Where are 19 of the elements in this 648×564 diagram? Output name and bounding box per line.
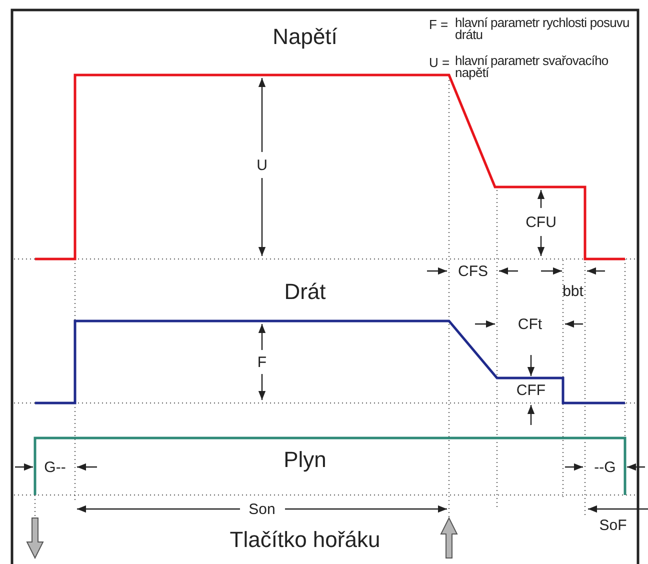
dimension-label: bbt (562, 284, 584, 298)
dimension-label: CFF (516, 382, 546, 398)
dimension-label: CFU (526, 214, 556, 230)
legend-key: F = (429, 18, 448, 30)
voltage-heading: Napětí (272, 26, 338, 48)
dimension-label: U (256, 158, 268, 172)
legend-key: U = (429, 56, 450, 68)
dimension-label: CFS (458, 264, 488, 278)
legend-description: hlavní parametr rychlosti posuvu drátu (455, 17, 630, 42)
dimension-label: G-- (44, 460, 66, 474)
dimension-label: --G (594, 460, 616, 474)
legend-description: hlavní parametr svařovacího napětí (455, 55, 610, 80)
wire-heading: Drát (284, 281, 326, 303)
dimension-label: CFt (518, 316, 542, 332)
torch-button-heading: Tlačítko hořáku (230, 529, 380, 551)
dimension-label: Son (248, 502, 276, 516)
dimension-label: F (257, 354, 267, 370)
gas-heading: Plyn (284, 449, 326, 471)
dimension-label: SoF (599, 518, 627, 532)
